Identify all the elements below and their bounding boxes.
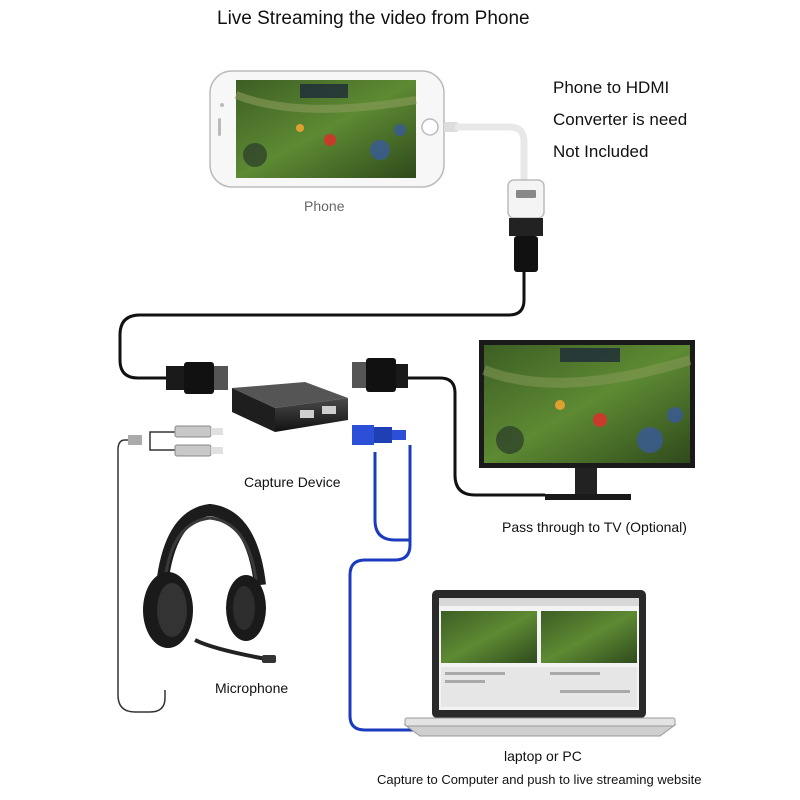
- audio-jack-icon: [128, 425, 223, 457]
- laptop-label: laptop or PC: [504, 748, 582, 764]
- laptop-icon: [403, 590, 677, 737]
- hdmi-cable-output: [405, 376, 545, 497]
- caption: Capture to Computer and push to live str…: [377, 772, 702, 787]
- usb-cable: [348, 452, 420, 732]
- audio-cable: [117, 439, 166, 713]
- hdmi-adapter-icon: [507, 179, 545, 272]
- note-line-1: Phone to HDMI: [553, 78, 670, 97]
- capture-device-icon: [232, 382, 348, 432]
- note-line-3: Not Included: [553, 142, 649, 161]
- headset-icon: [143, 503, 276, 663]
- diagram-title: Live Streaming the video from Phone: [217, 8, 530, 29]
- hdmi-cable-input: [118, 272, 526, 380]
- phone-label: Phone: [304, 198, 345, 214]
- monitor-icon: [479, 340, 695, 500]
- hdmi-plug-left-icon: [166, 362, 228, 394]
- usb-plug-icon: [352, 425, 406, 445]
- pass-through-label: Pass through to TV (Optional): [502, 519, 687, 535]
- microphone-label: Microphone: [215, 680, 289, 696]
- note-line-2: Converter is need: [553, 110, 688, 129]
- capture-device-label: Capture Device: [244, 474, 341, 490]
- hdmi-plug-right-icon: [352, 358, 408, 392]
- phone-icon: [209, 70, 528, 189]
